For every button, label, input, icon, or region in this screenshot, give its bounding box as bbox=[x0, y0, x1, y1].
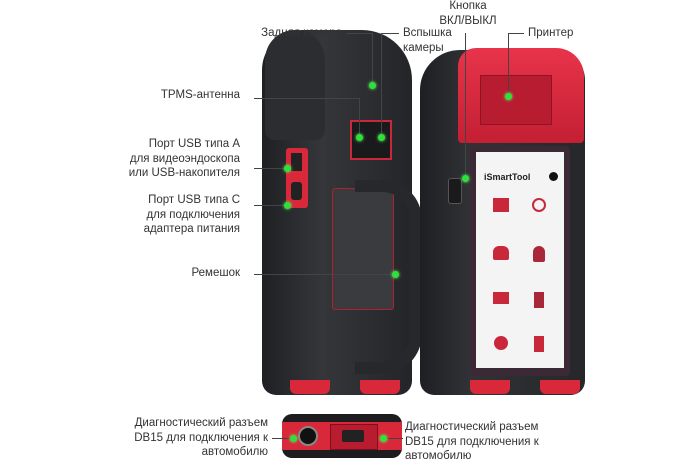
marker-db15-right bbox=[380, 435, 387, 442]
label-line: Порт USB типа C bbox=[148, 194, 240, 206]
label-db15-right: Диагностический разъем DB15 для подключе… bbox=[405, 420, 539, 464]
app-tile[interactable] bbox=[484, 286, 518, 320]
label-flash: Вспышка камеры bbox=[403, 26, 452, 55]
app-tile[interactable] bbox=[522, 286, 556, 320]
label-line: адаптера питания bbox=[143, 223, 240, 235]
screen-brand: iSmartTool bbox=[484, 172, 531, 182]
label-line: камеры bbox=[403, 41, 444, 54]
marker-db15-left bbox=[290, 435, 297, 442]
label-line: Диагностический разъем bbox=[405, 421, 539, 433]
app-tile[interactable] bbox=[484, 192, 518, 226]
marker-power-button bbox=[462, 175, 469, 182]
strap bbox=[355, 180, 422, 374]
app-tile[interactable] bbox=[522, 240, 556, 274]
label-line: DB15 для подключения к bbox=[134, 431, 268, 444]
marker-flash bbox=[378, 134, 385, 141]
label-line: Вспышка bbox=[403, 27, 452, 39]
label-usb-a: Порт USB типа A для видеоэндоскопа или U… bbox=[129, 137, 240, 181]
label-tpms: TPMS-антенна bbox=[160, 89, 240, 101]
label-line: ВКЛ/ВЫКЛ bbox=[439, 14, 497, 27]
marker-tpms bbox=[356, 134, 363, 141]
label-line: или USB-накопителя bbox=[128, 167, 240, 179]
label-line: Порт USB типа A bbox=[148, 138, 240, 150]
label-line: DB15 для подключения к bbox=[405, 435, 539, 448]
label-line: автомобилю bbox=[201, 446, 268, 458]
app-tile[interactable] bbox=[484, 330, 518, 364]
marker-printer bbox=[505, 93, 512, 100]
label-line: автомобилю bbox=[405, 450, 472, 462]
label-power-button: Кнопка ВКЛ/ВЫКЛ bbox=[437, 0, 499, 28]
label-printer: Принтер bbox=[528, 27, 574, 39]
label-line: Кнопка bbox=[449, 0, 487, 12]
screen: iSmartTool bbox=[476, 152, 564, 368]
label-line: для подключения bbox=[146, 208, 240, 221]
power-button[interactable] bbox=[448, 178, 462, 204]
label-usb-c: Порт USB типа C для подключения адаптера… bbox=[144, 193, 240, 237]
app-tile[interactable] bbox=[484, 240, 518, 274]
marker-strap bbox=[392, 271, 399, 278]
label-line: Диагностический разъем bbox=[134, 417, 268, 429]
label-line: для видеоэндоскопа bbox=[129, 152, 240, 165]
app-tile[interactable] bbox=[522, 330, 556, 364]
marker-rear-camera bbox=[369, 82, 376, 89]
marker-usb-c bbox=[284, 202, 291, 209]
label-db15-left: Диагностический разъем DB15 для подключе… bbox=[134, 416, 268, 460]
label-strap: Ремешок bbox=[191, 267, 240, 279]
marker-usb-a bbox=[284, 165, 291, 172]
label-rear-camera: Задняя камера bbox=[261, 27, 342, 39]
app-tile[interactable] bbox=[522, 192, 556, 226]
